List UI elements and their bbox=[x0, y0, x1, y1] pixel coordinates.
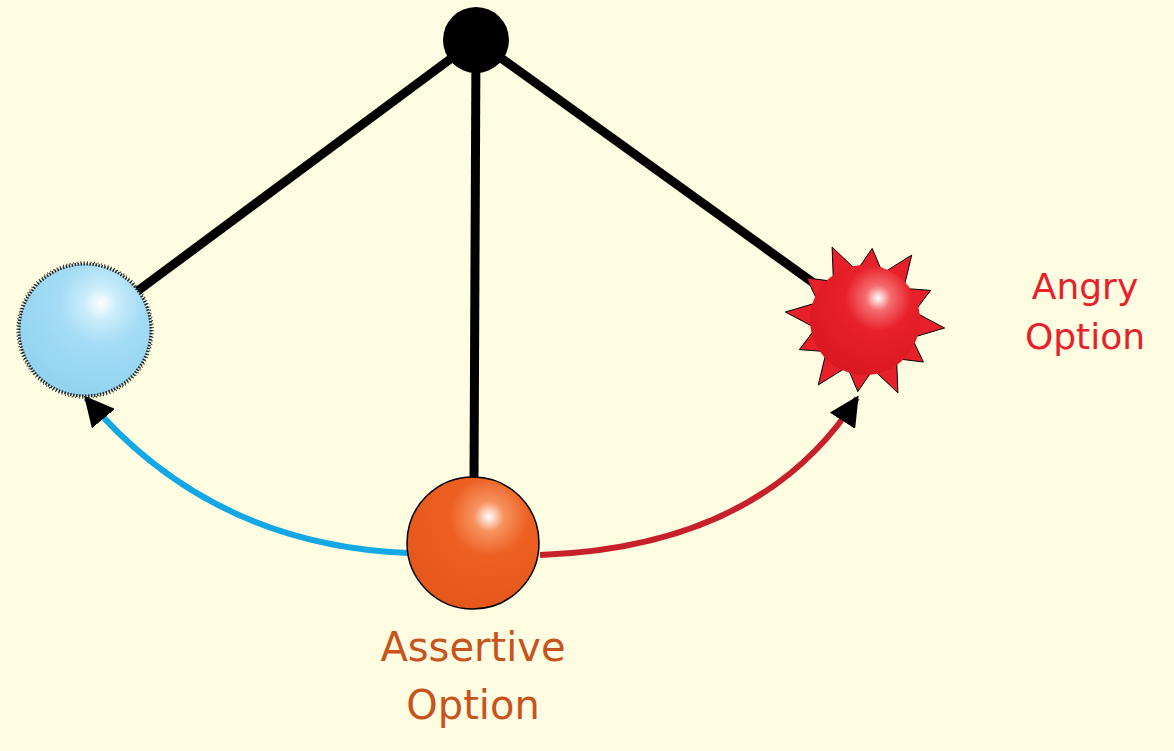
angry-ball bbox=[785, 240, 945, 400]
pendulum-ball: Assertive Option bbox=[406, 476, 540, 610]
swing-arc bbox=[540, 398, 857, 555]
pendulum-ball: Angry Option bbox=[785, 240, 945, 400]
option-label: Angry Option bbox=[1010, 262, 1160, 362]
assertive-ball bbox=[406, 476, 540, 610]
option-label: Assertive Option bbox=[323, 618, 623, 734]
